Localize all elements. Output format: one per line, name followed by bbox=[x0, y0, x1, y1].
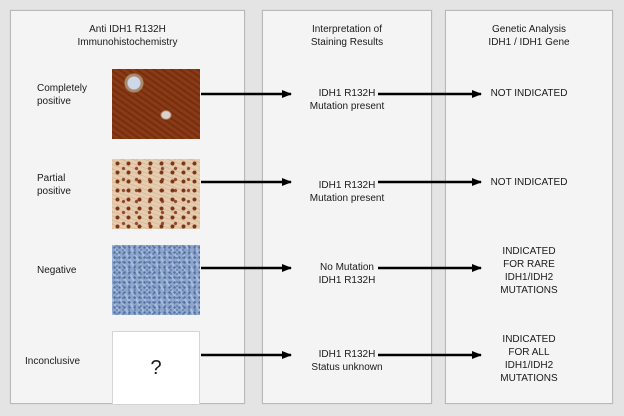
interpretation-row-1: IDH1 R132H Mutation present bbox=[309, 88, 385, 112]
interpretation-row-2: IDH1 R132H Mutation present bbox=[309, 180, 385, 204]
genetic-row-3: INDICATED FOR RARE IDH1/IDH2 MUTATIONS bbox=[500, 246, 558, 296]
ihc-column-title: Anti IDH1 R132H Immunohistochemistry bbox=[77, 24, 178, 48]
ihc-column-panel: Anti IDH1 R132H Immunohistochemistry Com… bbox=[10, 10, 245, 405]
interpretation-row-4: IDH1 R132H Status unknown bbox=[311, 349, 383, 373]
ihc-image-negative bbox=[112, 245, 200, 315]
row-label-partial-positive: Partial positive bbox=[37, 173, 71, 197]
interpretation-column-panel: Interpretation of Staining Results IDH1 … bbox=[262, 10, 432, 404]
genetic-row-2: NOT INDICATED bbox=[490, 177, 568, 188]
row-label-negative: Negative bbox=[37, 265, 77, 276]
interpretation-column-title: Interpretation of Staining Results bbox=[310, 24, 384, 48]
genetic-column-title: Genetic Analysis IDH1 / IDH1 Gene bbox=[488, 24, 570, 48]
genetic-row-1: NOT INDICATED bbox=[490, 88, 568, 99]
ihc-image-completely-positive bbox=[112, 69, 200, 139]
question-mark: ? bbox=[150, 357, 162, 379]
genetic-column-panel: Genetic Analysis IDH1 / IDH1 Gene NOT IN… bbox=[445, 10, 613, 404]
ihc-image-partial-positive bbox=[112, 159, 200, 229]
genetic-row-4: INDICATED FOR ALL IDH1/IDH2 MUTATIONS bbox=[500, 334, 558, 384]
row-label-inconclusive: Inconclusive bbox=[25, 356, 81, 367]
ihc-image-inconclusive-placeholder: ? bbox=[112, 331, 200, 405]
interpretation-row-3: No Mutation IDH1 R132H bbox=[318, 262, 376, 286]
row-label-completely-positive: Completely positive bbox=[37, 83, 88, 107]
